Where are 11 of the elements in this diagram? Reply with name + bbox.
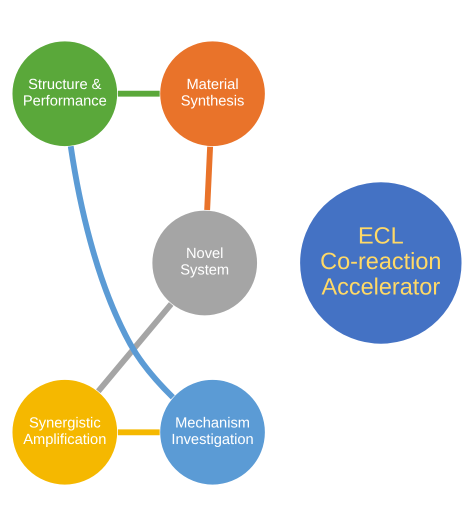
node-circle: ECL Co-reaction Accelerator bbox=[299, 181, 462, 345]
node-circle: Synergistic Amplification bbox=[12, 378, 118, 486]
node-circle: Mechanism Investigation bbox=[159, 378, 266, 486]
connector bbox=[118, 90, 160, 97]
node-circle: Novel System bbox=[151, 210, 258, 316]
connector bbox=[204, 146, 214, 210]
connector bbox=[68, 146, 175, 400]
connector bbox=[118, 429, 160, 436]
node-circle: Structure & Performance bbox=[12, 40, 118, 148]
node-circle: Material Synthesis bbox=[159, 40, 266, 148]
connector bbox=[96, 302, 174, 394]
